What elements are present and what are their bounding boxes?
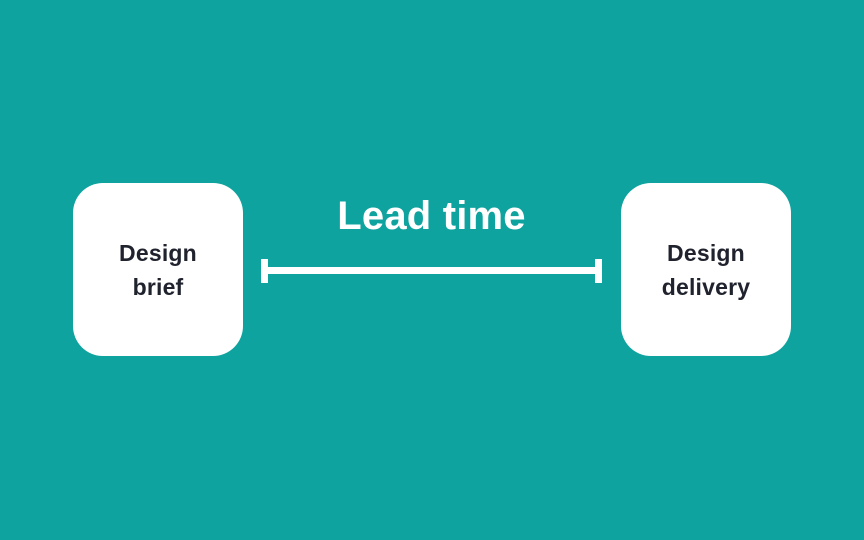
design-brief-label: Design brief xyxy=(119,239,197,300)
design-delivery-node: Design delivery xyxy=(621,183,791,356)
lead-time-label: Lead time xyxy=(337,194,526,238)
design-delivery-label: Design delivery xyxy=(661,239,751,300)
lead-time-measurement-line xyxy=(261,259,602,283)
line-bar xyxy=(261,267,602,274)
design-brief-node: Design brief xyxy=(73,183,243,356)
line-cap-right xyxy=(595,259,602,283)
